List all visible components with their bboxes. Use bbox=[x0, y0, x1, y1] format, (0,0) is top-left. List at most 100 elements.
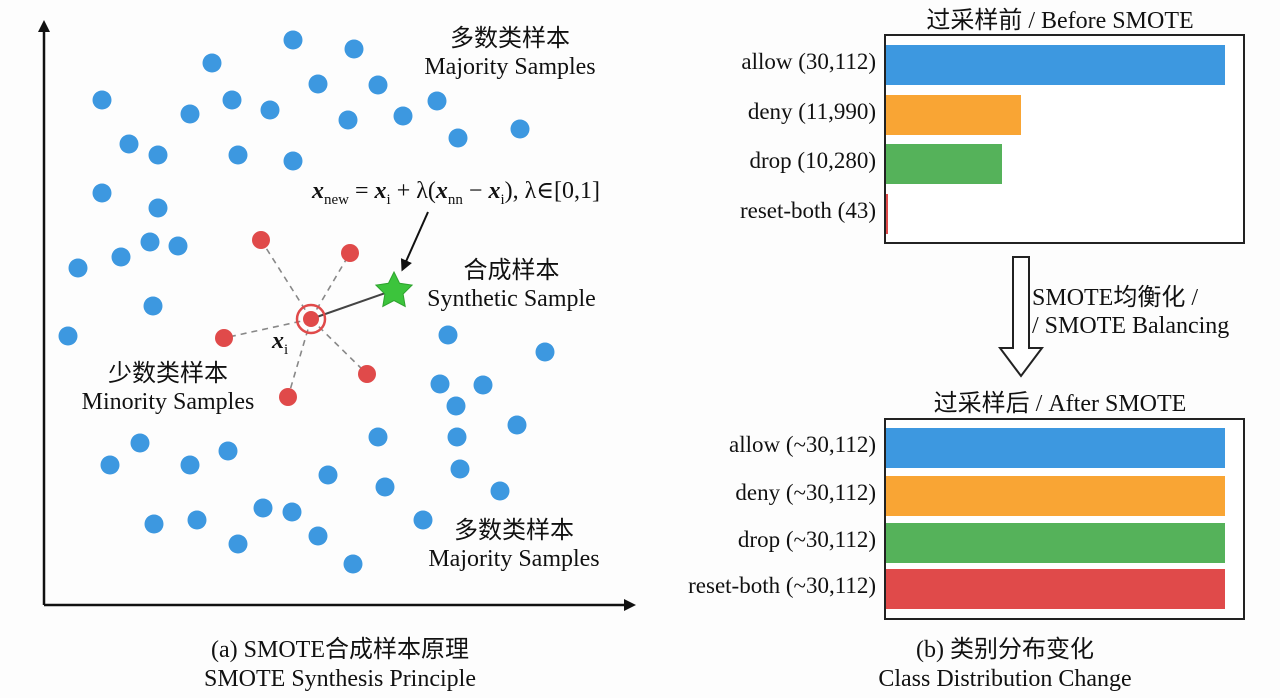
minority-point bbox=[358, 365, 376, 383]
caption-b-zh: (b) 类别分布变化 bbox=[916, 637, 1094, 663]
formula-xnn: x bbox=[435, 178, 448, 204]
majority-point bbox=[144, 514, 164, 534]
majority-point bbox=[450, 459, 470, 479]
majority-point bbox=[119, 134, 139, 154]
synthetic-label: 合成样本 Synthetic Sample bbox=[404, 258, 619, 313]
majority-point bbox=[100, 455, 120, 475]
majority-point bbox=[58, 326, 78, 346]
minority-points bbox=[215, 231, 376, 406]
majority-point bbox=[180, 104, 200, 124]
synthetic-label-zh: 合成样本 bbox=[463, 258, 560, 284]
majority-point bbox=[222, 90, 242, 110]
before-bar bbox=[886, 45, 1225, 85]
balancing-arrow-icon bbox=[998, 256, 1044, 378]
neighbor-link bbox=[287, 318, 312, 398]
formula-xi2: x bbox=[488, 178, 501, 204]
balancing-label: SMOTE均衡化 / / SMOTE Balancing bbox=[1032, 285, 1229, 340]
formula-xi: x bbox=[374, 178, 387, 204]
balancing-label-zh: SMOTE均衡化 / bbox=[1032, 285, 1199, 311]
majority-label-bottom: 多数类样本 Majority Samples bbox=[404, 518, 624, 573]
after-bar bbox=[886, 476, 1225, 516]
majority-point bbox=[490, 481, 510, 501]
xi-label: xi bbox=[272, 328, 288, 359]
after-category-label: allow (~30,112) bbox=[728, 432, 876, 457]
majority-point bbox=[143, 296, 163, 316]
after-category-label: reset-both (~30,112) bbox=[688, 573, 876, 598]
majority-point bbox=[344, 39, 364, 59]
sample-xi-marker bbox=[295, 303, 327, 335]
before-chart-title: 过采样前 / Before SMOTE bbox=[926, 8, 1194, 34]
majority-point bbox=[375, 477, 395, 497]
majority-point bbox=[427, 91, 447, 111]
majority-point bbox=[447, 427, 467, 447]
balancing-label-en: / SMOTE Balancing bbox=[1032, 312, 1230, 339]
neighbor-link bbox=[310, 252, 351, 320]
majority-point bbox=[228, 534, 248, 554]
majority-label-bottom-zh: 多数类样本 bbox=[454, 518, 574, 544]
smote-formula: xnew = xi + λ(xnn − xi), λ∈[0,1] bbox=[312, 176, 600, 209]
formula-i: i bbox=[386, 191, 391, 208]
majority-point bbox=[510, 119, 530, 139]
formula-eq: = bbox=[349, 178, 375, 204]
majority-point bbox=[438, 325, 458, 345]
caption-a-en: SMOTE Synthesis Principle bbox=[203, 665, 476, 692]
majority-point bbox=[343, 554, 363, 574]
majority-point bbox=[148, 198, 168, 218]
before-bar bbox=[886, 144, 1002, 184]
majority-point bbox=[282, 502, 302, 522]
after-bar bbox=[886, 523, 1225, 563]
majority-point bbox=[111, 247, 131, 267]
before-category-label: reset-both (43) bbox=[739, 198, 876, 223]
xi-label-sub: i bbox=[284, 341, 289, 358]
before-bar bbox=[886, 95, 1021, 135]
before-category-label: allow (30,112) bbox=[741, 49, 876, 74]
formula-pointer-arrow bbox=[400, 211, 429, 272]
majority-point bbox=[535, 342, 555, 362]
minority-point bbox=[279, 388, 297, 406]
formula-minus: − bbox=[462, 178, 489, 204]
majority-point bbox=[308, 526, 328, 546]
caption-a-zh: (a) SMOTE合成样本原理 bbox=[211, 637, 469, 663]
majority-point bbox=[448, 128, 468, 148]
majority-label-bottom-en: Majority Samples bbox=[428, 545, 600, 572]
minority-label-zh: 少数类样本 bbox=[108, 361, 228, 387]
after-bar bbox=[886, 428, 1225, 468]
formula-nn: nn bbox=[447, 191, 463, 208]
neighbor-link bbox=[260, 239, 312, 320]
formula-tail: ), λ∈[0,1] bbox=[504, 178, 600, 204]
majority-point bbox=[148, 145, 168, 165]
majority-point bbox=[218, 441, 238, 461]
majority-point bbox=[253, 498, 273, 518]
majority-point bbox=[473, 375, 493, 395]
after-bar bbox=[886, 569, 1225, 609]
majority-point bbox=[68, 258, 88, 278]
scatter-axes bbox=[38, 20, 636, 611]
majority-point bbox=[202, 53, 222, 73]
neighbor-link bbox=[310, 318, 368, 375]
majority-points bbox=[58, 30, 555, 574]
xi-label-x: x bbox=[272, 328, 284, 354]
majority-point bbox=[92, 90, 112, 110]
before-category-label: deny (11,990) bbox=[747, 99, 876, 124]
majority-point bbox=[368, 75, 388, 95]
synthetic-star-icon bbox=[374, 270, 414, 308]
before-category-label: drop (10,280) bbox=[749, 148, 876, 173]
majority-point bbox=[283, 30, 303, 50]
after-category-label: drop (~30,112) bbox=[737, 527, 876, 552]
majority-point bbox=[430, 374, 450, 394]
majority-point bbox=[446, 396, 466, 416]
majority-point bbox=[228, 145, 248, 165]
majority-point bbox=[507, 415, 527, 435]
minority-label-en: Minority Samples bbox=[81, 388, 255, 415]
majority-label-top: 多数类样本 Majority Samples bbox=[400, 26, 620, 81]
majority-point bbox=[187, 510, 207, 530]
majority-point bbox=[283, 151, 303, 171]
minority-point bbox=[252, 231, 270, 249]
majority-point bbox=[92, 183, 112, 203]
after-category-label: deny (~30,112) bbox=[735, 480, 876, 505]
minority-label: 少数类样本 Minority Samples bbox=[58, 361, 278, 416]
formula-new: new bbox=[324, 191, 349, 208]
majority-label-top-zh: 多数类样本 bbox=[450, 26, 570, 52]
minority-point bbox=[215, 329, 233, 347]
